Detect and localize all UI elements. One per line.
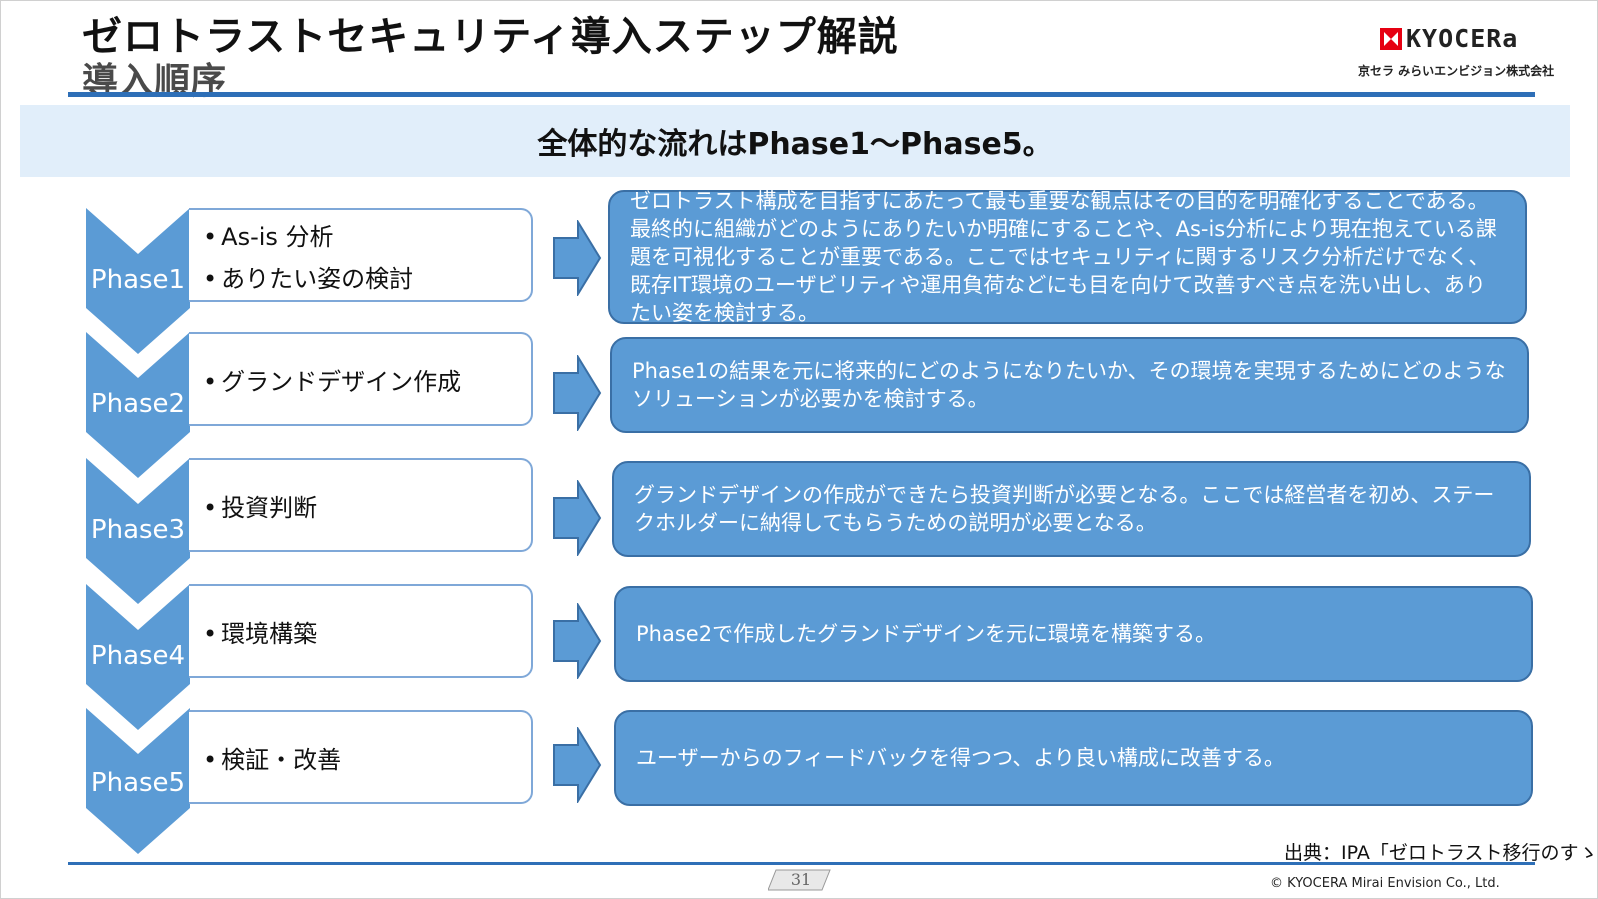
right-arrow-icon (553, 220, 602, 296)
kyocera-mark-icon (1380, 28, 1402, 50)
phase-chevron (86, 208, 190, 354)
phase-label: Phase3 (90, 515, 186, 545)
phase-chevron (86, 584, 190, 730)
phase-item: 環境構築 (203, 613, 531, 655)
footer-rule (68, 862, 1535, 865)
phase-description: Phase1の結果を元に将来的にどのようになりたいか、その環境を実現するためにど… (610, 337, 1529, 433)
summary-banner: 全体的な流れはPhase1～Phase5。 (20, 105, 1570, 177)
logo-wordmark: KYOCERa (1406, 24, 1519, 53)
phase-label: Phase5 (90, 768, 186, 798)
page-number-tab (768, 869, 831, 891)
phase-items-box: グランドデザイン作成 (189, 332, 533, 426)
logo-company-name: 京セラ みらいエンビジョン株式会社 (1358, 64, 1555, 78)
phase-description: Phase2で作成したグランドデザインを元に環境を構築する。 (614, 586, 1533, 682)
header-rule (68, 92, 1535, 97)
page-title: ゼロトラストセキュリティ導入ステップ解説 (82, 14, 899, 60)
source-citation: 出典：IPA「ゼロトラスト移行のすゝめ」 (1284, 842, 1598, 864)
right-arrow-icon (553, 480, 602, 556)
phase-label: Phase1 (90, 265, 186, 295)
phase-chevron (86, 332, 190, 478)
phase-items-box: 投資判断 (189, 458, 533, 552)
phase-item: 投資判断 (203, 487, 531, 529)
phase-item: ありたい姿の検討 (203, 258, 531, 300)
kyocera-logo: KYOCERa 京セラ みらいエンビジョン株式会社 (1358, 22, 1555, 82)
phase-description: ユーザーからのフィードバックを得つつ、より良い構成に改善する。 (614, 710, 1533, 806)
phase-chevron (86, 708, 190, 854)
right-arrow-icon (553, 355, 602, 431)
phase-label: Phase4 (90, 641, 186, 671)
phase-description: ゼロトラスト構成を目指すにあたって最も重要な観点はその目的を明確化することである… (608, 189, 1527, 325)
phase-item: As-is 分析 (203, 216, 531, 258)
phase-description: グランドデザインの作成ができたら投資判断が必要となる。ここでは経営者を初め、ステ… (612, 461, 1531, 557)
right-arrow-icon (553, 727, 602, 803)
phase-label: Phase2 (90, 389, 186, 419)
phase-items-box: As-is 分析 ありたい姿の検討 (189, 208, 533, 302)
phase-items-box: 検証・改善 (189, 710, 533, 804)
phase-chevron (86, 458, 190, 604)
phase-item: 検証・改善 (203, 739, 531, 781)
page-number: 31 (790, 870, 812, 889)
phase-items-box: 環境構築 (189, 584, 533, 678)
phase-item: グランドデザイン作成 (203, 361, 531, 403)
copyright-notice: © KYOCERA Mirai Envision Co., Ltd. (1270, 876, 1500, 891)
right-arrow-icon (553, 603, 602, 679)
